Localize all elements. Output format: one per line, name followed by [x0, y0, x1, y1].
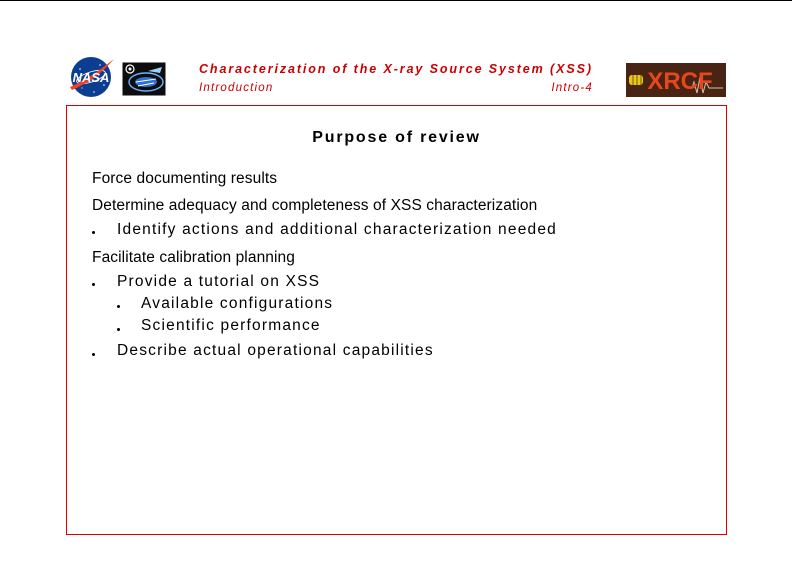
slide-title: Purpose of review: [312, 129, 481, 146]
bullet-icon: [92, 353, 95, 356]
list-item: Scientific performance: [141, 317, 321, 334]
bullet-icon: [92, 231, 95, 234]
bullet-icon: [92, 283, 95, 286]
bullet-icon: [117, 305, 120, 308]
list-item: Available configurations: [141, 295, 334, 312]
list-item: Determine adequacy and completeness of X…: [92, 197, 538, 214]
xrcf-logo: XRCF: [626, 63, 726, 97]
list-item: Force documenting results: [92, 170, 278, 187]
header-section: Introduction: [199, 82, 274, 94]
mission-patch-logo: [122, 62, 166, 96]
top-rule: [0, 0, 792, 1]
list-item: Facilitate calibration planning: [92, 249, 295, 266]
list-item: Describe actual operational capabilities: [117, 342, 434, 359]
bullet-icon: [117, 328, 120, 331]
content-frame: Purpose of review Force documenting resu…: [66, 105, 727, 535]
nasa-logo: NASA: [70, 57, 114, 97]
header-title: Characterization of the X-ray Source Sys…: [199, 62, 593, 76]
header-page-number: Intro-4: [551, 82, 593, 94]
list-item: Provide a tutorial on XSS: [117, 273, 321, 290]
svg-text:XRCF: XRCF: [647, 68, 712, 95]
svg-text:NASA: NASA: [73, 70, 110, 85]
list-item: Identify actions and additional characte…: [117, 221, 557, 238]
